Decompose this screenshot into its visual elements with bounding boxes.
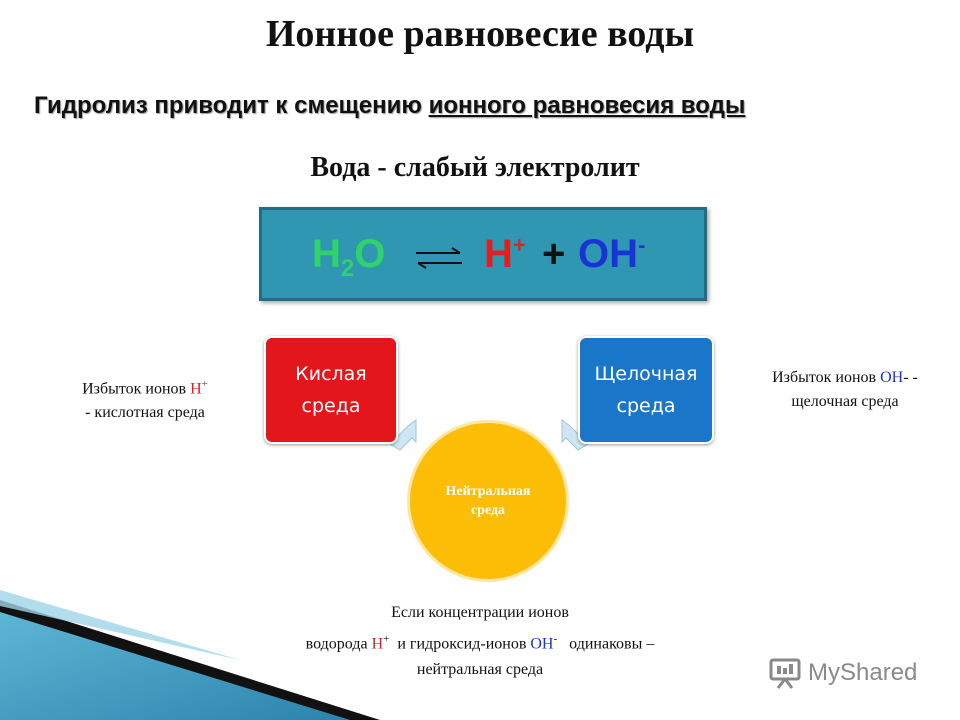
oh-symbol: OH bbox=[578, 232, 638, 276]
page-title: Ионное равновесие воды bbox=[265, 13, 695, 55]
equilibrium-arrows-icon bbox=[416, 247, 462, 269]
acid-note: Избыток ионов H+ - кислотная среда bbox=[40, 372, 250, 425]
equation-box: H2O H+ + OH- bbox=[259, 207, 707, 301]
neutral-explanation: Если концентрации ионов водорода H+ и ги… bbox=[180, 600, 780, 683]
subtitle: Гидролиз приводит к смещению ионного рав… bbox=[34, 92, 745, 120]
base-note-suffix: - bbox=[908, 369, 918, 386]
bottom-oh-charge: - bbox=[553, 633, 558, 645]
base-note-ion: OH bbox=[880, 369, 904, 386]
bottom-line1: Если концентрации ионов bbox=[391, 604, 569, 621]
acid-box-text: Кислая среда bbox=[295, 358, 367, 422]
bottom-line2-a: водорода bbox=[305, 635, 372, 653]
base-note-line2: щелочная среда bbox=[791, 393, 899, 410]
plus-sign: + bbox=[542, 232, 566, 276]
water-h: H bbox=[312, 232, 341, 276]
myshared-logo: MyShared bbox=[768, 656, 917, 690]
acid-box-line2: среда bbox=[301, 395, 361, 417]
bottom-line2-b: и гидроксид-ионов bbox=[389, 635, 531, 653]
presentation-board-icon bbox=[769, 658, 801, 689]
logo-text: MyShared bbox=[808, 659, 918, 686]
neutral-medium-circle: Нейтральная среда bbox=[407, 420, 569, 582]
acid-note-ion: H bbox=[190, 380, 202, 398]
acid-connector-arrow-icon bbox=[389, 419, 417, 451]
acid-note-prefix: Избыток ионов bbox=[82, 380, 191, 398]
neutral-line2: среда bbox=[470, 503, 506, 518]
water-subscript: 2 bbox=[340, 255, 355, 282]
h-charge: + bbox=[512, 232, 526, 258]
bottom-line3: нейтральная среда bbox=[416, 661, 544, 679]
section-heading: Вода - слабый электролит bbox=[310, 152, 640, 183]
decorative-wedge bbox=[0, 590, 380, 720]
base-note-charge: - bbox=[903, 369, 909, 386]
base-box-line2: среда bbox=[616, 395, 676, 417]
base-note-prefix: Избыток ионов bbox=[772, 369, 881, 386]
water-formula: H2O bbox=[312, 232, 385, 283]
base-box-text: Щелочная среда bbox=[595, 358, 698, 422]
acid-note-line2: - кислотная среда bbox=[85, 404, 205, 422]
neutral-line1: Нейтральная bbox=[445, 484, 531, 499]
alkaline-medium-box: Щелочная среда bbox=[578, 336, 714, 444]
neutral-circle-text: Нейтральная среда bbox=[445, 482, 530, 520]
hydroxide-ion: OH- bbox=[578, 232, 645, 277]
acid-box-line1: Кислая bbox=[295, 363, 367, 385]
base-note: Избыток ионов OH- - щелочная среда bbox=[730, 366, 960, 414]
bottom-oh-ion: OH bbox=[530, 635, 554, 653]
bottom-h-charge: + bbox=[383, 633, 390, 645]
water-o: O bbox=[354, 232, 386, 276]
base-box-line1: Щелочная bbox=[594, 363, 698, 385]
bottom-line2-c: одинаковы – bbox=[557, 635, 655, 653]
hydrogen-ion: H+ bbox=[484, 232, 526, 277]
acid-medium-box: Кислая среда bbox=[264, 336, 398, 444]
oh-charge: - bbox=[638, 232, 646, 258]
h-symbol: H bbox=[484, 232, 513, 276]
acid-note-charge: + bbox=[201, 378, 208, 390]
subtitle-part1: Гидролиз приводит к смещению bbox=[34, 92, 429, 119]
subtitle-part2: ионного равновесия воды bbox=[428, 92, 746, 119]
bottom-h-ion: H bbox=[371, 635, 384, 653]
